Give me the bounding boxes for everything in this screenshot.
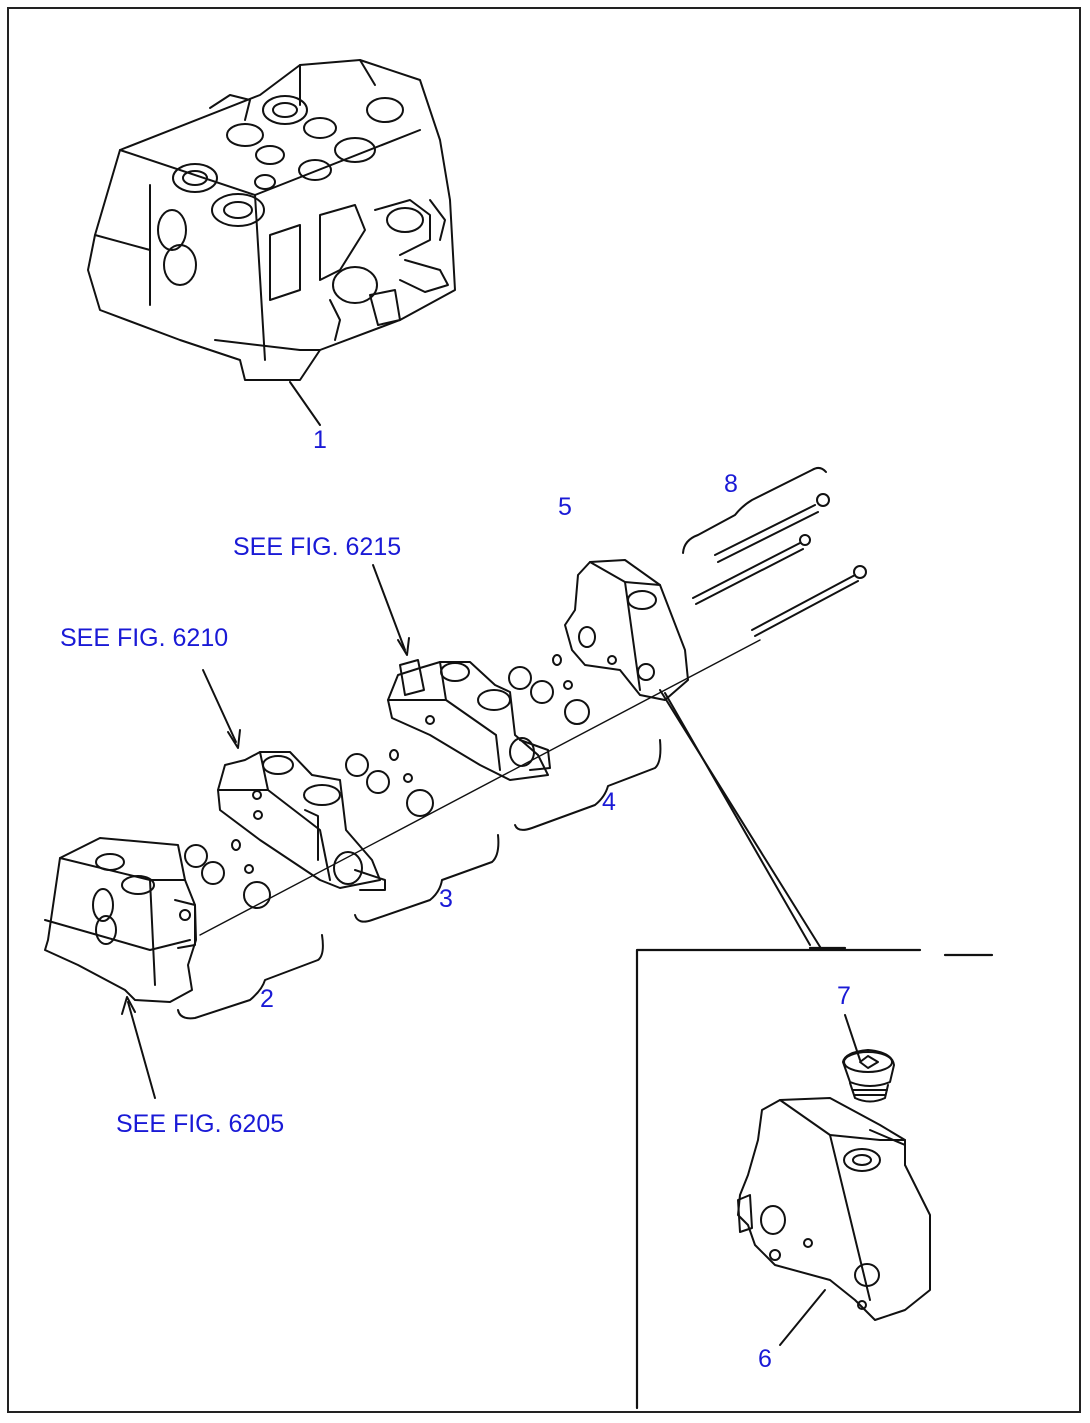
callout-1: 1	[313, 426, 327, 454]
arrow-fig-6210	[202, 669, 241, 749]
leader-part-6-b	[664, 692, 811, 946]
bracket-part-2	[177, 934, 324, 1020]
spool-section-part-3	[217, 751, 386, 891]
leader-part-6	[779, 1289, 826, 1346]
tie-bolts-part-8	[692, 493, 867, 637]
plug-part-7	[842, 1049, 895, 1103]
o-rings-section-4	[508, 654, 590, 725]
callout-7: 7	[837, 982, 851, 1010]
callout-2: 2	[260, 985, 274, 1013]
drawing-frame	[7, 7, 1081, 1413]
inlet-section-part-2	[44, 837, 197, 1003]
leader-part-1	[289, 381, 321, 426]
reference-fig-6215[interactable]: SEE FIG. 6215	[233, 533, 402, 561]
reference-fig-6210[interactable]: SEE FIG. 6210	[60, 624, 229, 652]
o-rings-section-3	[184, 749, 434, 909]
valve-assembly-part-1	[87, 59, 456, 381]
callout-5: 5	[558, 493, 572, 521]
assembly-centerline	[199, 639, 761, 936]
arrow-fig-6205	[121, 996, 156, 1099]
spool-section-part-4	[387, 659, 551, 781]
outlet-cover-part-6	[737, 1097, 931, 1321]
callout-3: 3	[439, 885, 453, 913]
bracket-part-4	[514, 739, 662, 831]
outlet-cover-part-5	[564, 559, 689, 701]
detail-inset-frame	[635, 948, 994, 1410]
leader-part-6-a	[659, 689, 823, 951]
arrow-fig-6215	[372, 564, 410, 656]
callout-8: 8	[724, 470, 738, 498]
bracket-part-3	[354, 834, 500, 923]
reference-fig-6205[interactable]: SEE FIG. 6205	[116, 1110, 285, 1138]
callout-4: 4	[602, 788, 616, 816]
bracket-part-8	[682, 466, 827, 554]
callout-6: 6	[758, 1345, 772, 1373]
